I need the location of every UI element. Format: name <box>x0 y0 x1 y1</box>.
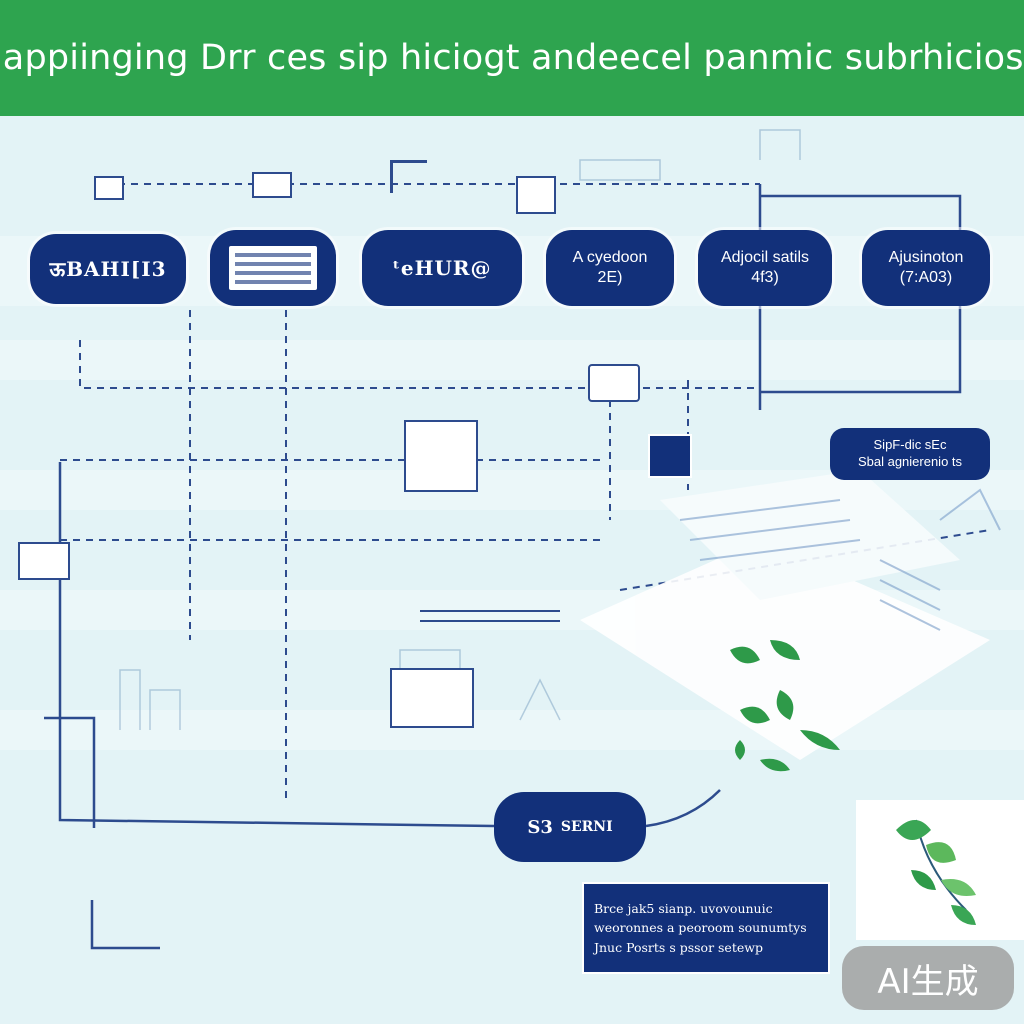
description-line-1: Brce jak5 sianp. uvovounuic <box>594 900 773 916</box>
description-textbox: Brce jak5 sianp. uvovounuic weoronnes a … <box>582 882 830 974</box>
page-title: A.appiinging Drr ces sip hiciogt andeece… <box>0 38 1024 78</box>
title-banner: A.appiinging Drr ces sip hiciogt andeece… <box>0 0 1024 116</box>
flow-node-6[interactable]: Ajusinoton (7:A03) <box>862 230 990 306</box>
description-line-3: Jnuc Posrts s pssor setewp <box>594 939 763 955</box>
plant-card <box>856 800 1024 940</box>
monitor-icon <box>588 364 640 402</box>
machine-icon <box>404 420 478 492</box>
flow-node-4-line1: A cyedoon <box>572 249 648 266</box>
monitor-icon <box>648 434 692 478</box>
flow-node-3-label: ᵗeHUR@ <box>392 255 492 280</box>
conveyor-icon <box>420 610 560 622</box>
side-callout[interactable]: SipF-dic sEc Sbal agnierenio ts <box>830 428 990 480</box>
flow-node-4[interactable]: A cyedoon 2E) <box>546 230 674 306</box>
diagram-background <box>0 129 1024 950</box>
robot-arm-icon <box>390 160 427 193</box>
flow-node-5-line1: Adjocil satils <box>720 249 810 266</box>
side-callout-line1: SipF-dic sEc <box>873 437 947 453</box>
flow-node-2[interactable] <box>210 230 336 306</box>
monitor-icon <box>390 668 474 728</box>
flow-node-1-label: ऊBAHI[I3 <box>49 256 167 281</box>
flow-node-6-line1: Ajusinoton <box>888 249 964 266</box>
bottom-flow-node[interactable]: S3 SERNI <box>494 792 646 862</box>
machine-icon <box>516 176 556 214</box>
side-callout-line2: Sbal agnierenio ts <box>857 454 963 469</box>
flow-node-6-line2: (7:A03) <box>899 269 953 286</box>
flow-node-3[interactable]: ᵗeHUR@ <box>362 230 522 306</box>
bottom-node-label-2: SERNI <box>560 819 613 835</box>
flow-node-2-panel <box>229 246 317 290</box>
flow-node-4-line2: 2E) <box>597 269 623 286</box>
flow-node-5[interactable]: Adjocil satils 4f3) <box>698 230 832 306</box>
flow-node-1[interactable]: ऊBAHI[I3 <box>30 234 186 304</box>
ai-generated-badge: AI生成 <box>842 946 1014 1010</box>
machine-icon <box>94 176 124 200</box>
bottom-node-label-1: S3 <box>527 816 553 838</box>
description-line-2: weoronnes a peoroom sounumtys <box>594 920 807 936</box>
plant-icon <box>896 819 976 925</box>
machine-icon <box>18 542 70 580</box>
flow-node-5-line2: 4f3) <box>751 269 779 286</box>
monitor-icon <box>252 172 292 198</box>
